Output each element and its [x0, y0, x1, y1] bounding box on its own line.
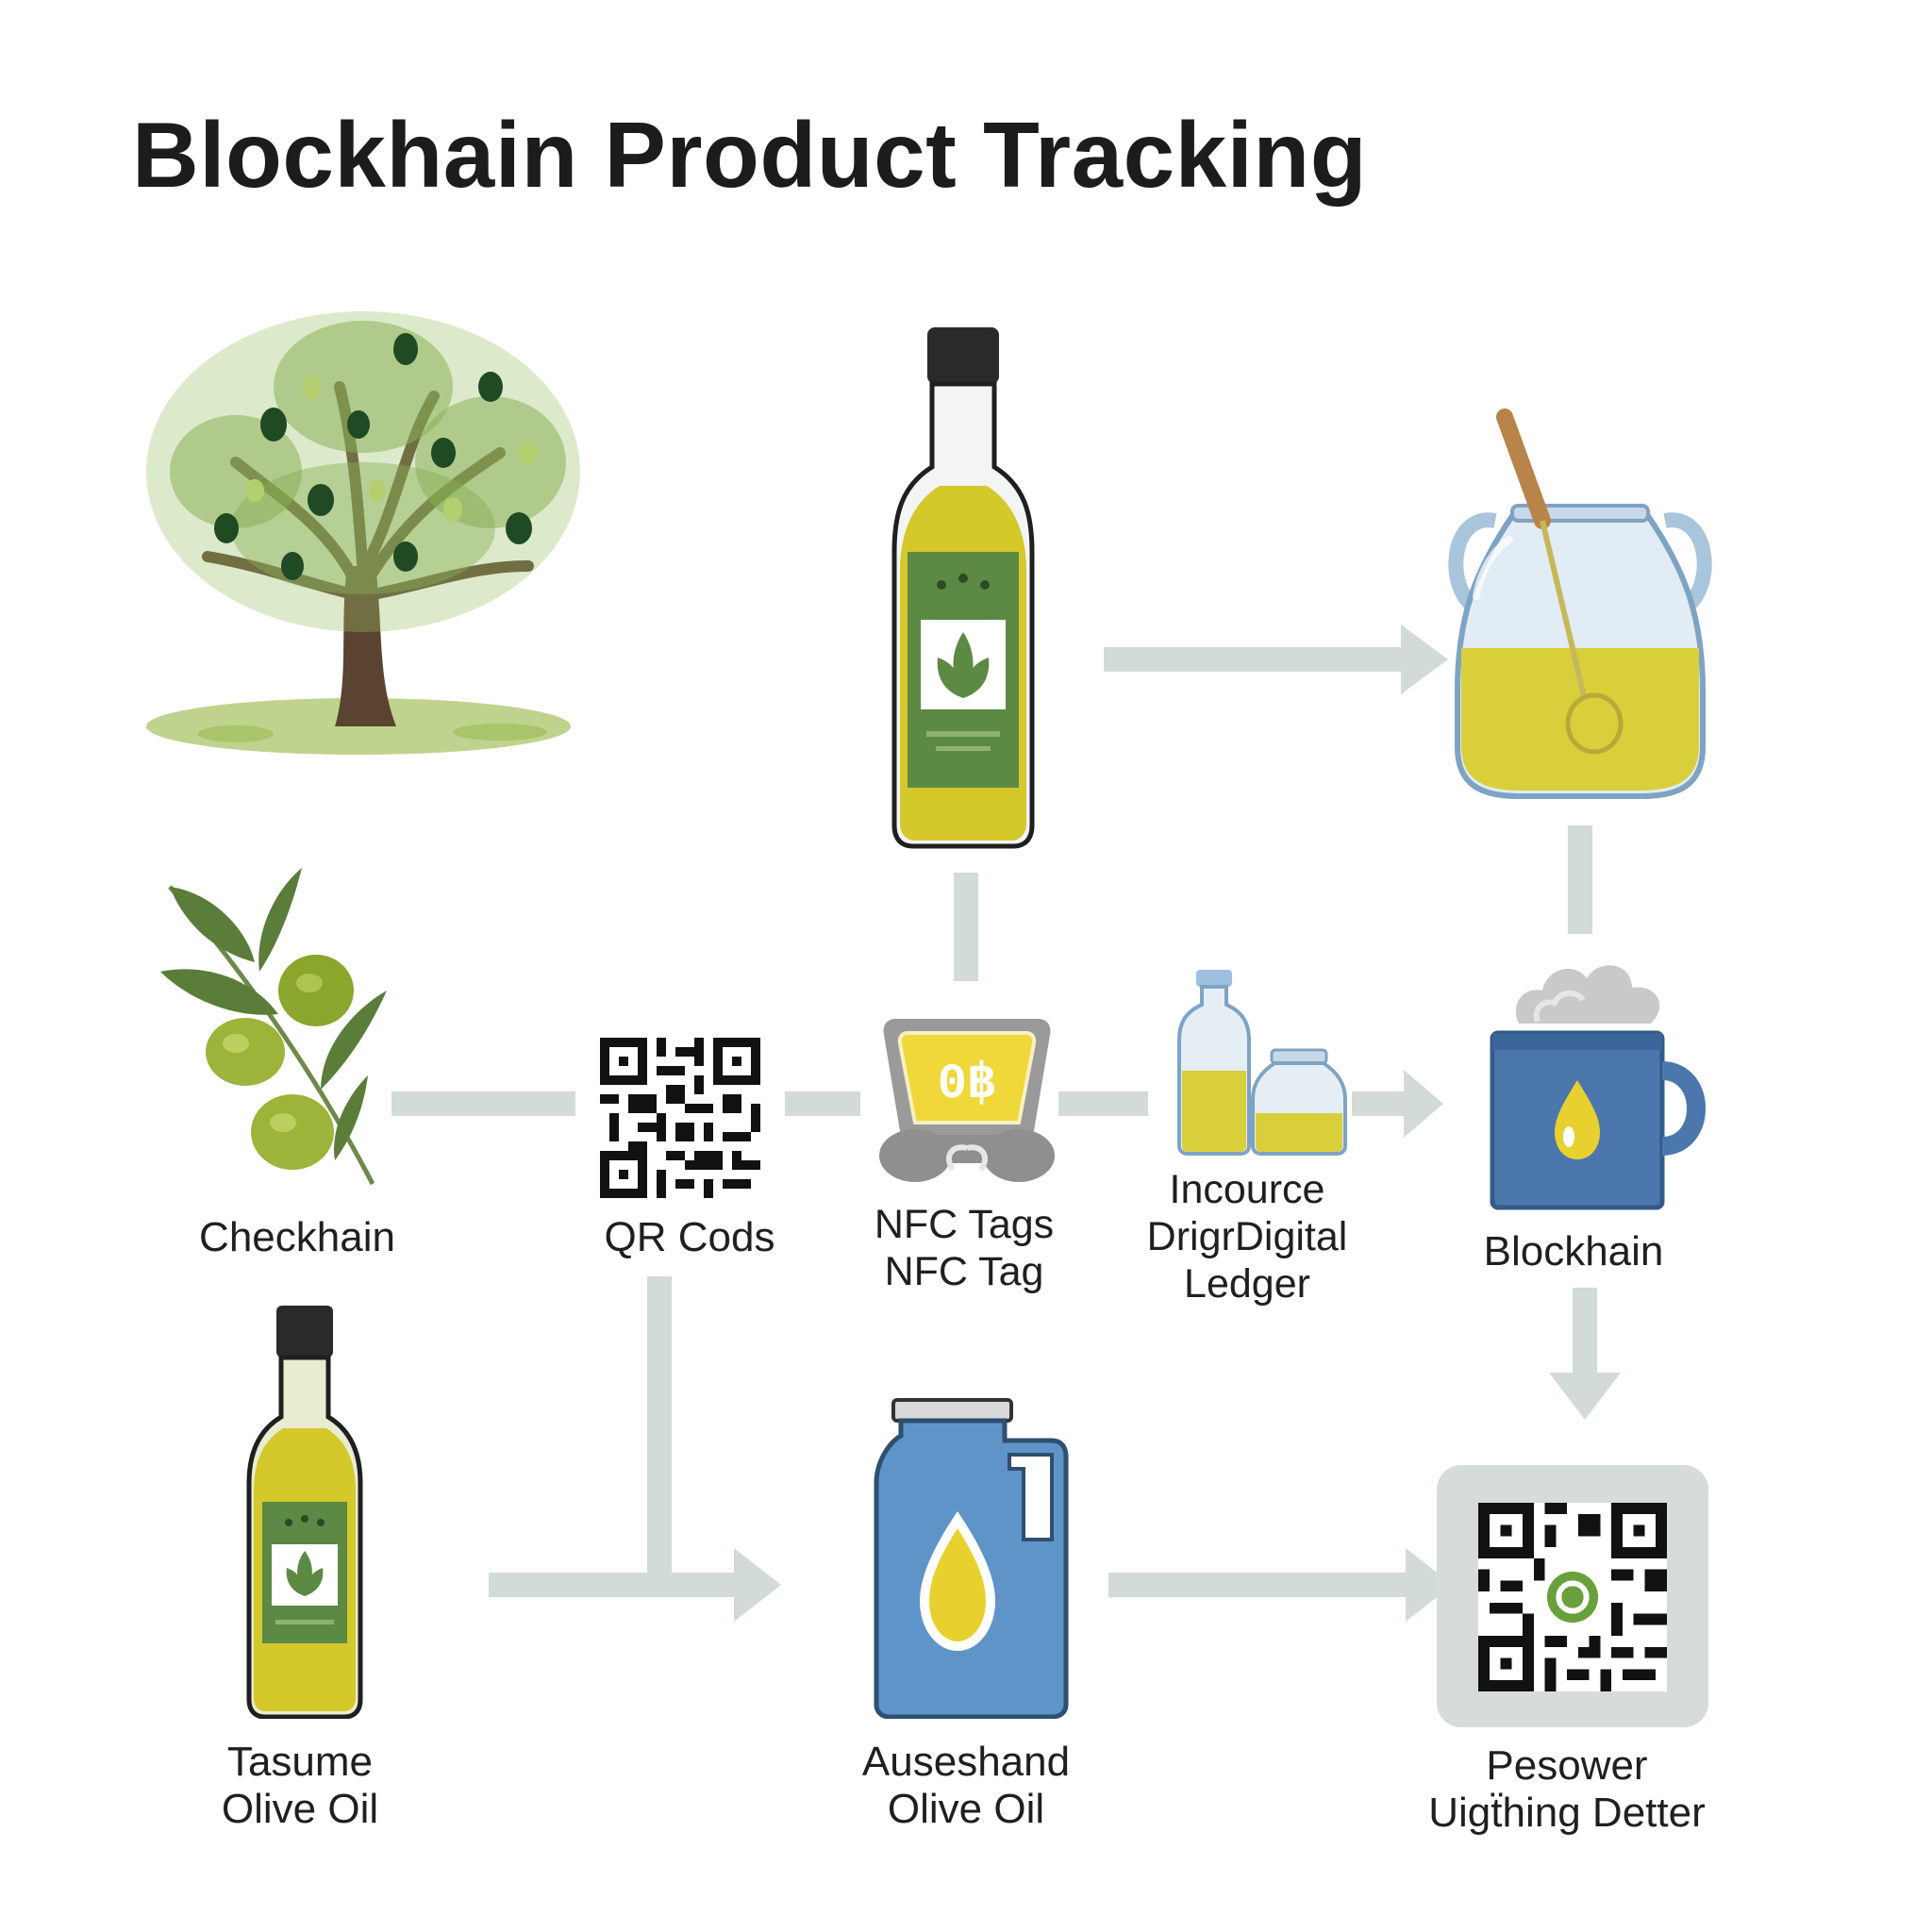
olive-tree-icon	[146, 311, 580, 755]
label-ledger-line-1: Incource	[1169, 1167, 1325, 1212]
label-digital-ledger: Incource DrigrDigital Ledger	[1147, 1166, 1348, 1307]
label-nfc-line-1: NFC Tags	[874, 1202, 1055, 1247]
label-tasume-line-2: Olive Oil	[221, 1786, 379, 1832]
connector-bottle-to-nfc	[954, 873, 978, 981]
connector-ledger-to-blockchain	[1352, 1091, 1408, 1116]
verification-qr-code-icon	[1478, 1503, 1667, 1691]
label-auseshand-olive-oil: Auseshand Olive Oil	[862, 1739, 1070, 1833]
connector-jar-to-blockchain	[1568, 825, 1592, 934]
label-qr-codes: QR Cods	[604, 1214, 775, 1260]
label-pesower: Pesower Uigẗhing Detter	[1428, 1742, 1705, 1837]
arrowhead-jug-to-verify	[1406, 1548, 1453, 1622]
label-auseshand-line-2: Olive Oil	[887, 1786, 1045, 1832]
label-tasume-olive-oil: Tasume Olive Oil	[222, 1739, 378, 1833]
connector-branch-to-qr	[391, 1091, 575, 1116]
olive-oil-bottle-icon	[246, 1306, 363, 1719]
label-tasume-line-1: Tasume	[226, 1739, 374, 1785]
label-ledger-line-3: Ledger	[1184, 1261, 1310, 1307]
nfc-badge-text: 0฿	[938, 1057, 997, 1112]
arrowhead-ledger-to-blockchain	[1404, 1070, 1443, 1138]
connector-nfc-to-ledger	[1058, 1091, 1148, 1116]
arrowhead-bottle-to-jar	[1401, 625, 1448, 694]
connector-blockchain-to-verify	[1573, 1288, 1597, 1382]
label-nfc-line-2: NFC Tag	[884, 1249, 1044, 1294]
page-title: Blockhain Product Tracking	[132, 103, 1368, 207]
olive-oil-bottle-icon	[891, 327, 1035, 849]
oil-jug-icon	[874, 1398, 1069, 1719]
label-pesower-line-1: Pesower	[1486, 1742, 1648, 1789]
label-ledger-line-2: DrigrDigital	[1146, 1214, 1348, 1259]
glass-jar-with-ladle-icon	[1448, 408, 1712, 799]
label-nfc-tags: NFC Tags NFC Tag	[874, 1201, 1054, 1295]
connector-bottle-to-jug	[489, 1573, 743, 1597]
qr-code-icon	[600, 1038, 760, 1198]
label-blockhain: Blockhain	[1483, 1228, 1664, 1274]
olive-branch-icon	[160, 868, 387, 1186]
label-checkhain: Checkhain	[199, 1214, 395, 1260]
connector-qr-down	[647, 1276, 672, 1588]
mug-with-drop-icon	[1490, 965, 1706, 1210]
connector-qr-to-nfc	[785, 1091, 860, 1116]
connector-bottle-to-jar	[1104, 647, 1406, 672]
arrowhead-blockchain-to-verify	[1549, 1373, 1621, 1420]
nfc-tag-icon: 0฿	[879, 1019, 1055, 1182]
arrowhead-bottle-to-jug	[734, 1548, 781, 1622]
bottles-icon	[1177, 970, 1347, 1156]
label-pesower-line-2: Uigẗhing Detter	[1428, 1790, 1706, 1836]
label-auseshand-line-1: Auseshand	[861, 1739, 1071, 1785]
connector-jug-to-verify	[1108, 1573, 1410, 1597]
